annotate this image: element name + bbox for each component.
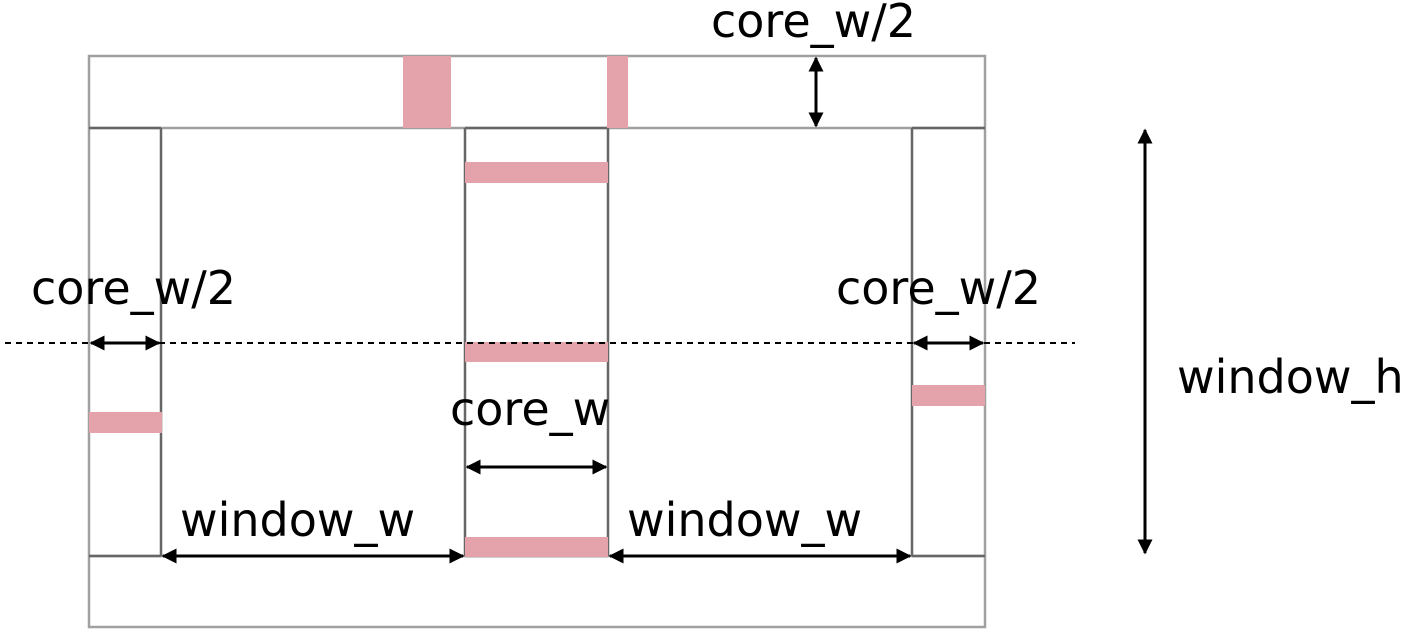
label-core: core_w (450, 382, 610, 436)
label-right-core-half: core_w/2 (836, 261, 1041, 315)
highlight-right-column (912, 385, 985, 406)
highlight-top-right (607, 56, 628, 128)
highlight-core-middle (465, 342, 608, 362)
label-window-w-left: window_w (180, 493, 415, 547)
highlight-core-upper (465, 162, 608, 183)
label-window-h: window_h (1177, 350, 1404, 404)
highlight-bars (89, 56, 985, 557)
label-left-core-half: core_w/2 (31, 261, 236, 315)
label-window-w-right: window_w (627, 493, 862, 547)
highlight-core-bottom (465, 537, 608, 557)
highlight-left-column (89, 412, 162, 433)
label-top-core-half: core_w/2 (711, 0, 916, 48)
highlight-top-left (403, 56, 451, 128)
outer-frame (87, 54, 987, 629)
